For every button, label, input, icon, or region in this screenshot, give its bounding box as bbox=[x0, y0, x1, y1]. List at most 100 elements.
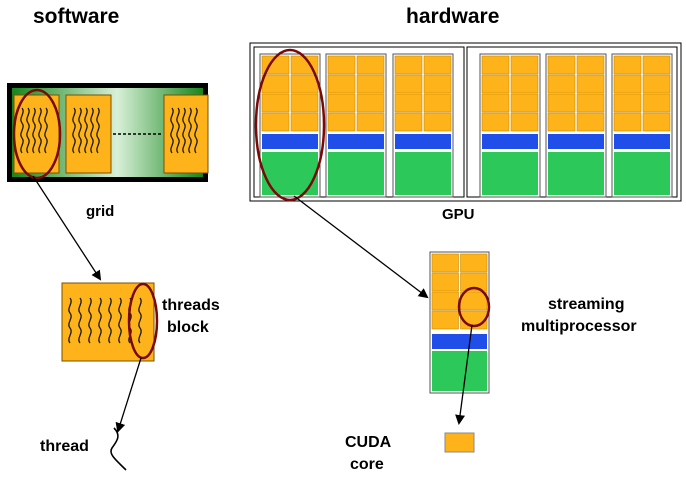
cuda-core-cell bbox=[642, 112, 671, 132]
thread-wave bbox=[110, 427, 127, 471]
grid-to-block-arrow bbox=[32, 175, 102, 281]
grid-block-3 bbox=[163, 94, 209, 174]
cuda-core-cell bbox=[261, 74, 290, 94]
sm-unit-3 bbox=[392, 53, 454, 198]
streaming-multiprocessor bbox=[429, 251, 490, 394]
cuda-core-cell bbox=[394, 55, 423, 75]
cuda-core-cell bbox=[460, 253, 488, 273]
threads-block-label-line2: block bbox=[167, 319, 209, 336]
cuda-core-cell bbox=[613, 55, 642, 75]
cuda-core-cell bbox=[642, 74, 671, 94]
cuda-core-label-line2: core bbox=[350, 456, 384, 473]
cuda-core-cell bbox=[460, 291, 488, 311]
gpu-sm-units bbox=[259, 53, 673, 198]
cuda-core-cell bbox=[431, 310, 459, 330]
cuda-core-cell bbox=[423, 112, 452, 132]
grid-label: grid bbox=[86, 203, 114, 220]
gpu-box bbox=[249, 42, 682, 202]
cuda-core-cell bbox=[481, 55, 510, 75]
shared-memory-bar bbox=[432, 334, 487, 349]
thread-label: thread bbox=[40, 438, 89, 455]
shared-memory-bar bbox=[395, 134, 451, 149]
cuda-core-cell bbox=[327, 112, 356, 132]
threads-block-label-line1: threads bbox=[162, 297, 220, 314]
cuda-core-cell bbox=[356, 93, 385, 113]
cuda-core-cell bbox=[481, 93, 510, 113]
cuda-core-cell bbox=[613, 93, 642, 113]
sm-label-line2: multiprocessor bbox=[521, 318, 637, 335]
cuda-core-cell bbox=[510, 112, 539, 132]
cuda-core-cell bbox=[576, 55, 605, 75]
cuda-core-cell bbox=[613, 74, 642, 94]
cuda-core-cell bbox=[356, 112, 385, 132]
cuda-core-cell bbox=[642, 55, 671, 75]
block-to-thread-arrow bbox=[115, 357, 142, 433]
cuda-core-cell bbox=[547, 93, 576, 113]
threads-block bbox=[61, 282, 155, 362]
gpu-label: GPU bbox=[442, 206, 475, 223]
cuda-core-cell bbox=[327, 55, 356, 75]
cuda-core-cell bbox=[481, 112, 510, 132]
sm-to-core-arrow bbox=[455, 324, 473, 425]
cuda-core-cell bbox=[481, 74, 510, 94]
cuda-core bbox=[444, 432, 475, 453]
cuda-core-cell bbox=[576, 74, 605, 94]
cuda-core-cell bbox=[356, 74, 385, 94]
cuda-core-cell bbox=[423, 93, 452, 113]
cuda-core-cell bbox=[431, 253, 459, 273]
cache-bar bbox=[432, 351, 487, 391]
cuda-core-cell bbox=[510, 93, 539, 113]
cuda-core-label-line1: CUDA bbox=[345, 434, 392, 451]
cache-bar bbox=[614, 152, 670, 195]
cuda-core-cell bbox=[642, 93, 671, 113]
cuda-core-cell bbox=[431, 291, 459, 311]
cuda-core-cell bbox=[576, 93, 605, 113]
cuda-core-cell bbox=[290, 93, 319, 113]
cuda-core-cell bbox=[423, 55, 452, 75]
cuda-core-cell bbox=[394, 93, 423, 113]
hardware-heading: hardware bbox=[406, 5, 499, 28]
cuda-core-highlight-ellipse bbox=[457, 286, 491, 328]
shared-memory-bar bbox=[328, 134, 384, 149]
shared-memory-bar bbox=[262, 134, 318, 149]
sm-unit-6 bbox=[611, 53, 673, 198]
grid-block-1 bbox=[13, 94, 60, 174]
cuda-core-cell bbox=[547, 74, 576, 94]
cache-bar bbox=[548, 152, 604, 195]
cuda-core-cell bbox=[547, 112, 576, 132]
software-heading: software bbox=[33, 5, 119, 28]
cuda-core-cell bbox=[261, 112, 290, 132]
cuda-core-cell bbox=[613, 112, 642, 132]
shared-memory-bar bbox=[614, 134, 670, 149]
cuda-core-cell bbox=[431, 272, 459, 292]
cuda-core-cell bbox=[290, 112, 319, 132]
shared-memory-bar bbox=[482, 134, 538, 149]
cuda-core-cell bbox=[547, 55, 576, 75]
grid-box bbox=[7, 83, 209, 182]
cuda-core-cell bbox=[423, 74, 452, 94]
cuda-core-cell bbox=[394, 112, 423, 132]
thread-highlight-ellipse bbox=[127, 282, 159, 360]
sm-highlight-ellipse bbox=[254, 48, 326, 202]
cuda-core-cell bbox=[510, 55, 539, 75]
cuda-core-cell bbox=[261, 93, 290, 113]
cuda-core-cell bbox=[576, 112, 605, 132]
grid-block-2 bbox=[65, 94, 112, 174]
cuda-core-cell bbox=[356, 55, 385, 75]
cuda-core-cell bbox=[460, 272, 488, 292]
cuda-core-cell bbox=[290, 74, 319, 94]
cache-bar bbox=[328, 152, 384, 195]
cache-bar bbox=[482, 152, 538, 195]
cuda-core-cell bbox=[394, 74, 423, 94]
sm-unit-2 bbox=[325, 53, 387, 198]
cuda-core-cell bbox=[327, 93, 356, 113]
cuda-core-cell bbox=[327, 74, 356, 94]
gpu-to-sm-arrow bbox=[293, 195, 429, 299]
shared-memory-bar bbox=[548, 134, 604, 149]
cache-bar bbox=[395, 152, 451, 195]
sm-unit-4 bbox=[479, 53, 541, 198]
grid-block-highlight-ellipse bbox=[12, 88, 62, 180]
sm-unit-5 bbox=[545, 53, 607, 198]
cuda-core-cell bbox=[510, 74, 539, 94]
